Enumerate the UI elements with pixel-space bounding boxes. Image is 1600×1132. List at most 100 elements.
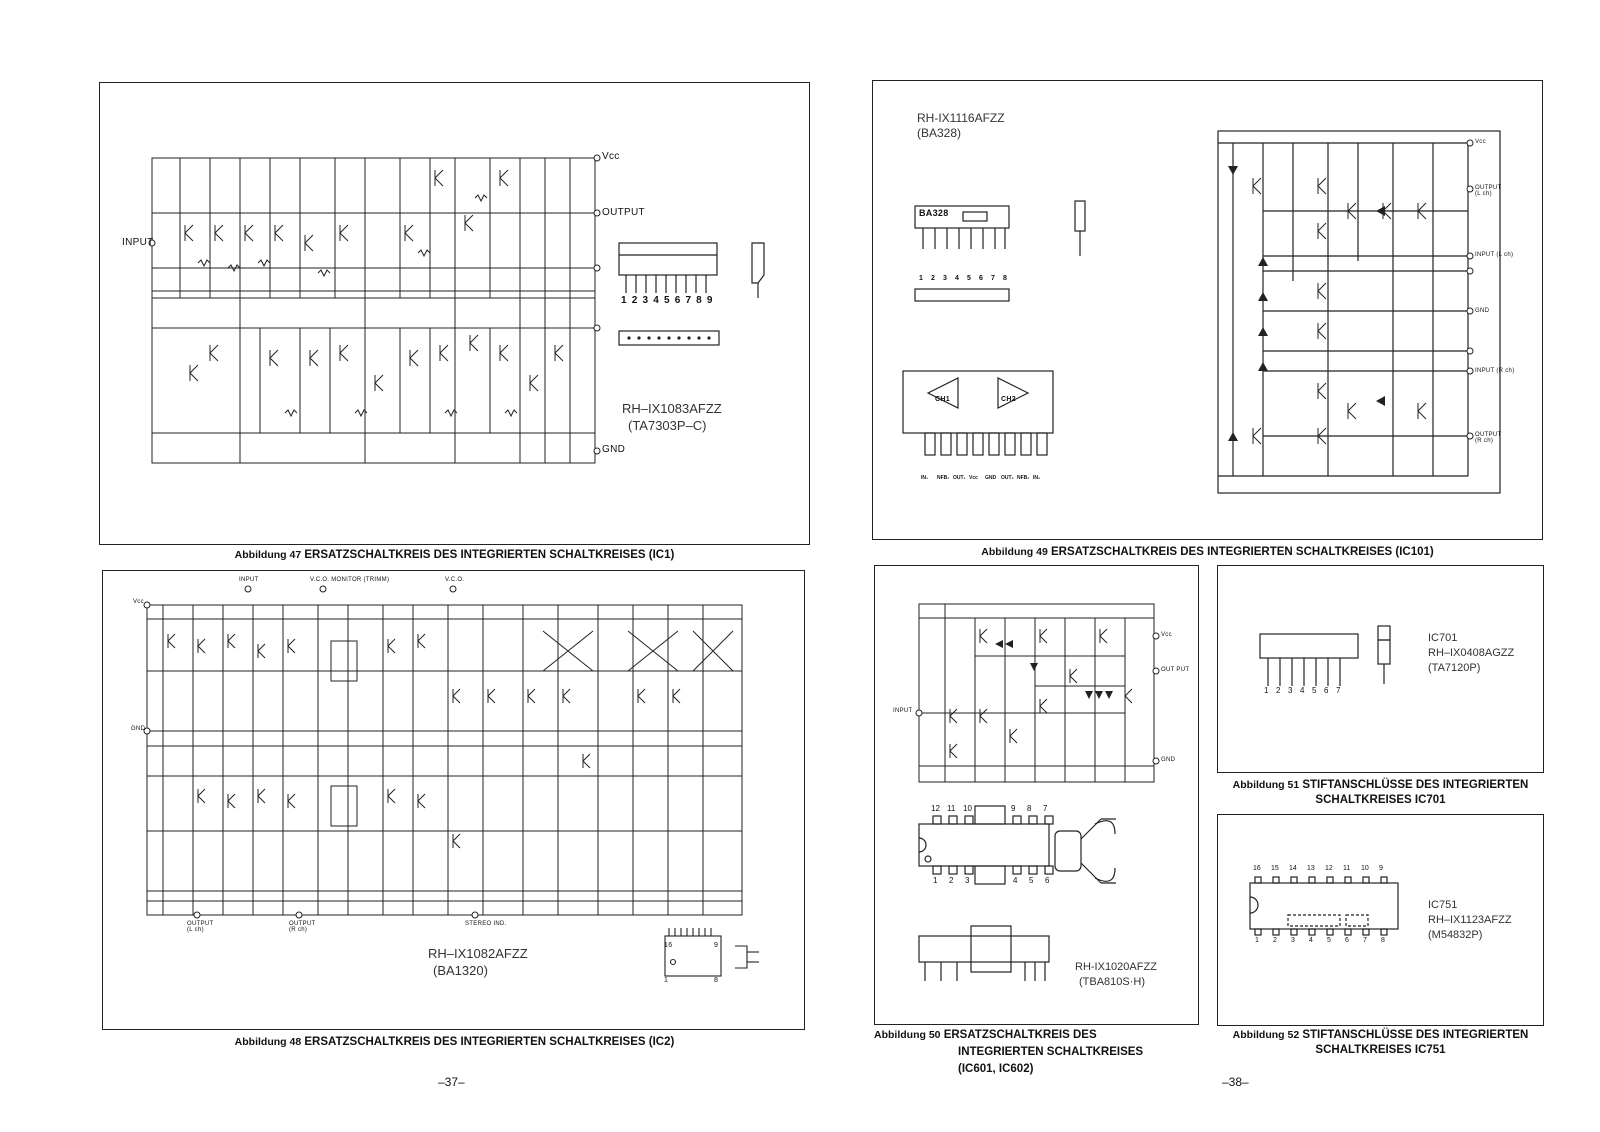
fig49-pin-5: 5 [967,275,971,282]
fig50-pin-5: 5 [1029,876,1034,885]
fig49-pin-8: 8 [1003,275,1007,282]
fig51-pin-6: 6 [1324,686,1329,695]
fig48-stereo-ind-label: STEREO IND. [465,921,507,927]
fig47-pin-numbers: 1 2 3 4 5 6 7 8 9 [621,295,714,306]
fig49-chip-label: BA328 [919,208,949,218]
figure-48-schematic [143,585,759,977]
fig50-part-type: (TBA810S·H) [1079,976,1146,988]
fig47-caption-text: ERSATZSCHALTKREIS DES INTEGRIERTEN SCHAL… [304,549,675,561]
fig52-ic-label: IC751 [1428,899,1458,911]
fig49-caption-text: ERSATZSCHALTKREIS DES INTEGRIERTEN SCHAL… [1050,546,1434,558]
fig49-pin-name-6: OUT₂ [1001,475,1014,481]
fig47-part-type: (TA7303P–C) [628,418,707,433]
fig48-input-label: INPUT [239,577,259,583]
fig52-pin-3: 3 [1291,937,1295,944]
fig48-pin-1: 1 [664,977,669,984]
fig50-output-label: OUT PUT [1161,667,1190,673]
fig50-pin-8: 8 [1027,804,1032,813]
fig52-pin-6: 6 [1345,937,1349,944]
fig50-pin-12: 12 [931,804,940,813]
fig51-caption-prefix: Abbildung 51 [1232,779,1300,791]
fig50-caption-line3: (IC601, IC602) [958,1063,1034,1075]
fig51-caption-text1: STIFTANSCHLÜSSE DES INTEGRIERTEN [1302,779,1529,791]
fig48-gnd-label: GND [131,726,146,732]
fig52-caption-text1: STIFTANSCHLÜSSE DES INTEGRIERTEN [1302,1029,1529,1041]
fig50-pin-1: 1 [933,876,938,885]
fig49-part-number: RH-IX1116AFZZ [917,111,1005,125]
fig52-part-number: RH–IX1123AFZZ [1428,914,1512,926]
fig52-pin-11: 11 [1343,865,1351,872]
fig50-caption-line2: INTEGRIERTEN SCHALTKREISES [958,1046,1144,1058]
fig52-pin-14: 14 [1289,865,1297,872]
fig51-part-type: (TA7120P) [1428,662,1481,674]
fig50-pin-6: 6 [1045,876,1050,885]
fig51-caption-line1: Abbildung 51 STIFTANSCHLÜSSE DES INTEGRI… [1217,778,1544,793]
figure-49-diagram [902,130,1501,494]
fig48-caption-prefix: Abbildung 48 [234,1036,302,1048]
fig49-pin-name-3: OUT₁ [953,475,966,481]
fig52-pin-16: 16 [1253,865,1261,872]
fig52-pin-9: 9 [1379,865,1383,872]
fig48-output-l-label: OUTPUT (L ch) [187,921,214,933]
fig47-caption-prefix: Abbildung 47 [234,549,302,561]
figure-47-schematic [148,154,765,464]
fig50-part-number: RH-IX1020AFZZ [1075,961,1157,973]
fig50-gnd-label: GND [1161,757,1176,763]
page-number-left: –37– [438,1075,465,1089]
fig52-pin-4: 4 [1309,937,1313,944]
fig50-pin-4: 4 [1013,876,1018,885]
fig48-vco-label: V.C.O. [445,577,465,583]
fig47-gnd-label: GND [602,444,626,455]
figure-51-diagram [1259,625,1391,686]
fig48-part-number: RH–IX1082AFZZ [428,946,528,961]
fig47-vcc-label: Vcc [602,151,620,162]
fig51-pin-4: 4 [1300,686,1305,695]
figure-50-caption: Abbildung 50 ERSATZSCHALTKREIS DES INTEG… [874,1028,1199,1077]
fig52-pin-1: 1 [1255,937,1259,944]
fig49-pin-name-8: IN₂ [1033,475,1041,481]
fig49-ch1-label: CH1 [935,396,950,403]
page-number-right: –38– [1222,1075,1249,1089]
fig50-pin-3: 3 [965,876,970,885]
fig49-vcc-label: Vcc [1475,139,1486,145]
fig51-pin-3: 3 [1288,686,1293,695]
fig48-caption-text: ERSATZSCHALTKREIS DES INTEGRIERTEN SCHAL… [304,1036,675,1048]
fig47-input-label: INPUT [122,237,154,248]
fig49-pin-name-7: NFB₂ [1017,475,1030,481]
fig52-part-type: (M54832P) [1428,929,1483,941]
fig49-part-type: (BA328) [917,126,962,140]
fig50-caption-text1: ERSATZSCHALTKREIS DES [943,1029,1097,1041]
fig48-vcc-label: Vcc [133,599,144,605]
fig48-pin-9: 9 [714,942,719,949]
fig50-pin-2: 2 [949,876,954,885]
fig49-pin-4: 4 [955,275,959,282]
fig49-pin-6: 6 [979,275,983,282]
fig50-pin-11: 11 [947,804,956,813]
fig48-pin-8: 8 [714,977,719,984]
figure-48-caption: Abbildung 48 ERSATZSCHALTKREIS DES INTEG… [99,1035,810,1050]
figure-47-panel: Vcc OUTPUT GND INPUT 1 2 3 4 5 6 7 8 9 R… [99,82,810,545]
fig48-output-r-label: OUTPUT (R ch) [289,921,316,933]
fig49-pin-3: 3 [943,275,947,282]
fig52-caption-line2: SCHALTKREISES IC751 [1315,1044,1446,1056]
fig51-pin-5: 5 [1312,686,1317,695]
fig52-pin-13: 13 [1307,865,1315,872]
figure-50-diagram [915,603,1160,981]
fig49-ch2-label: CH2 [1001,396,1016,403]
fig51-ic-label: IC701 [1428,632,1458,644]
fig49-gnd-label: GND [1475,308,1490,314]
fig52-pin-10: 10 [1361,865,1369,872]
fig50-pin-10: 10 [963,804,972,813]
fig51-part-number: RH–IX0408AGZZ [1428,647,1515,659]
fig52-pin-12: 12 [1325,865,1333,872]
fig52-pin-8: 8 [1381,937,1385,944]
fig50-caption-line1: Abbildung 50 ERSATZSCHALTKREIS DES [874,1028,1199,1043]
fig49-pin-name-4: Vcc [969,475,978,481]
